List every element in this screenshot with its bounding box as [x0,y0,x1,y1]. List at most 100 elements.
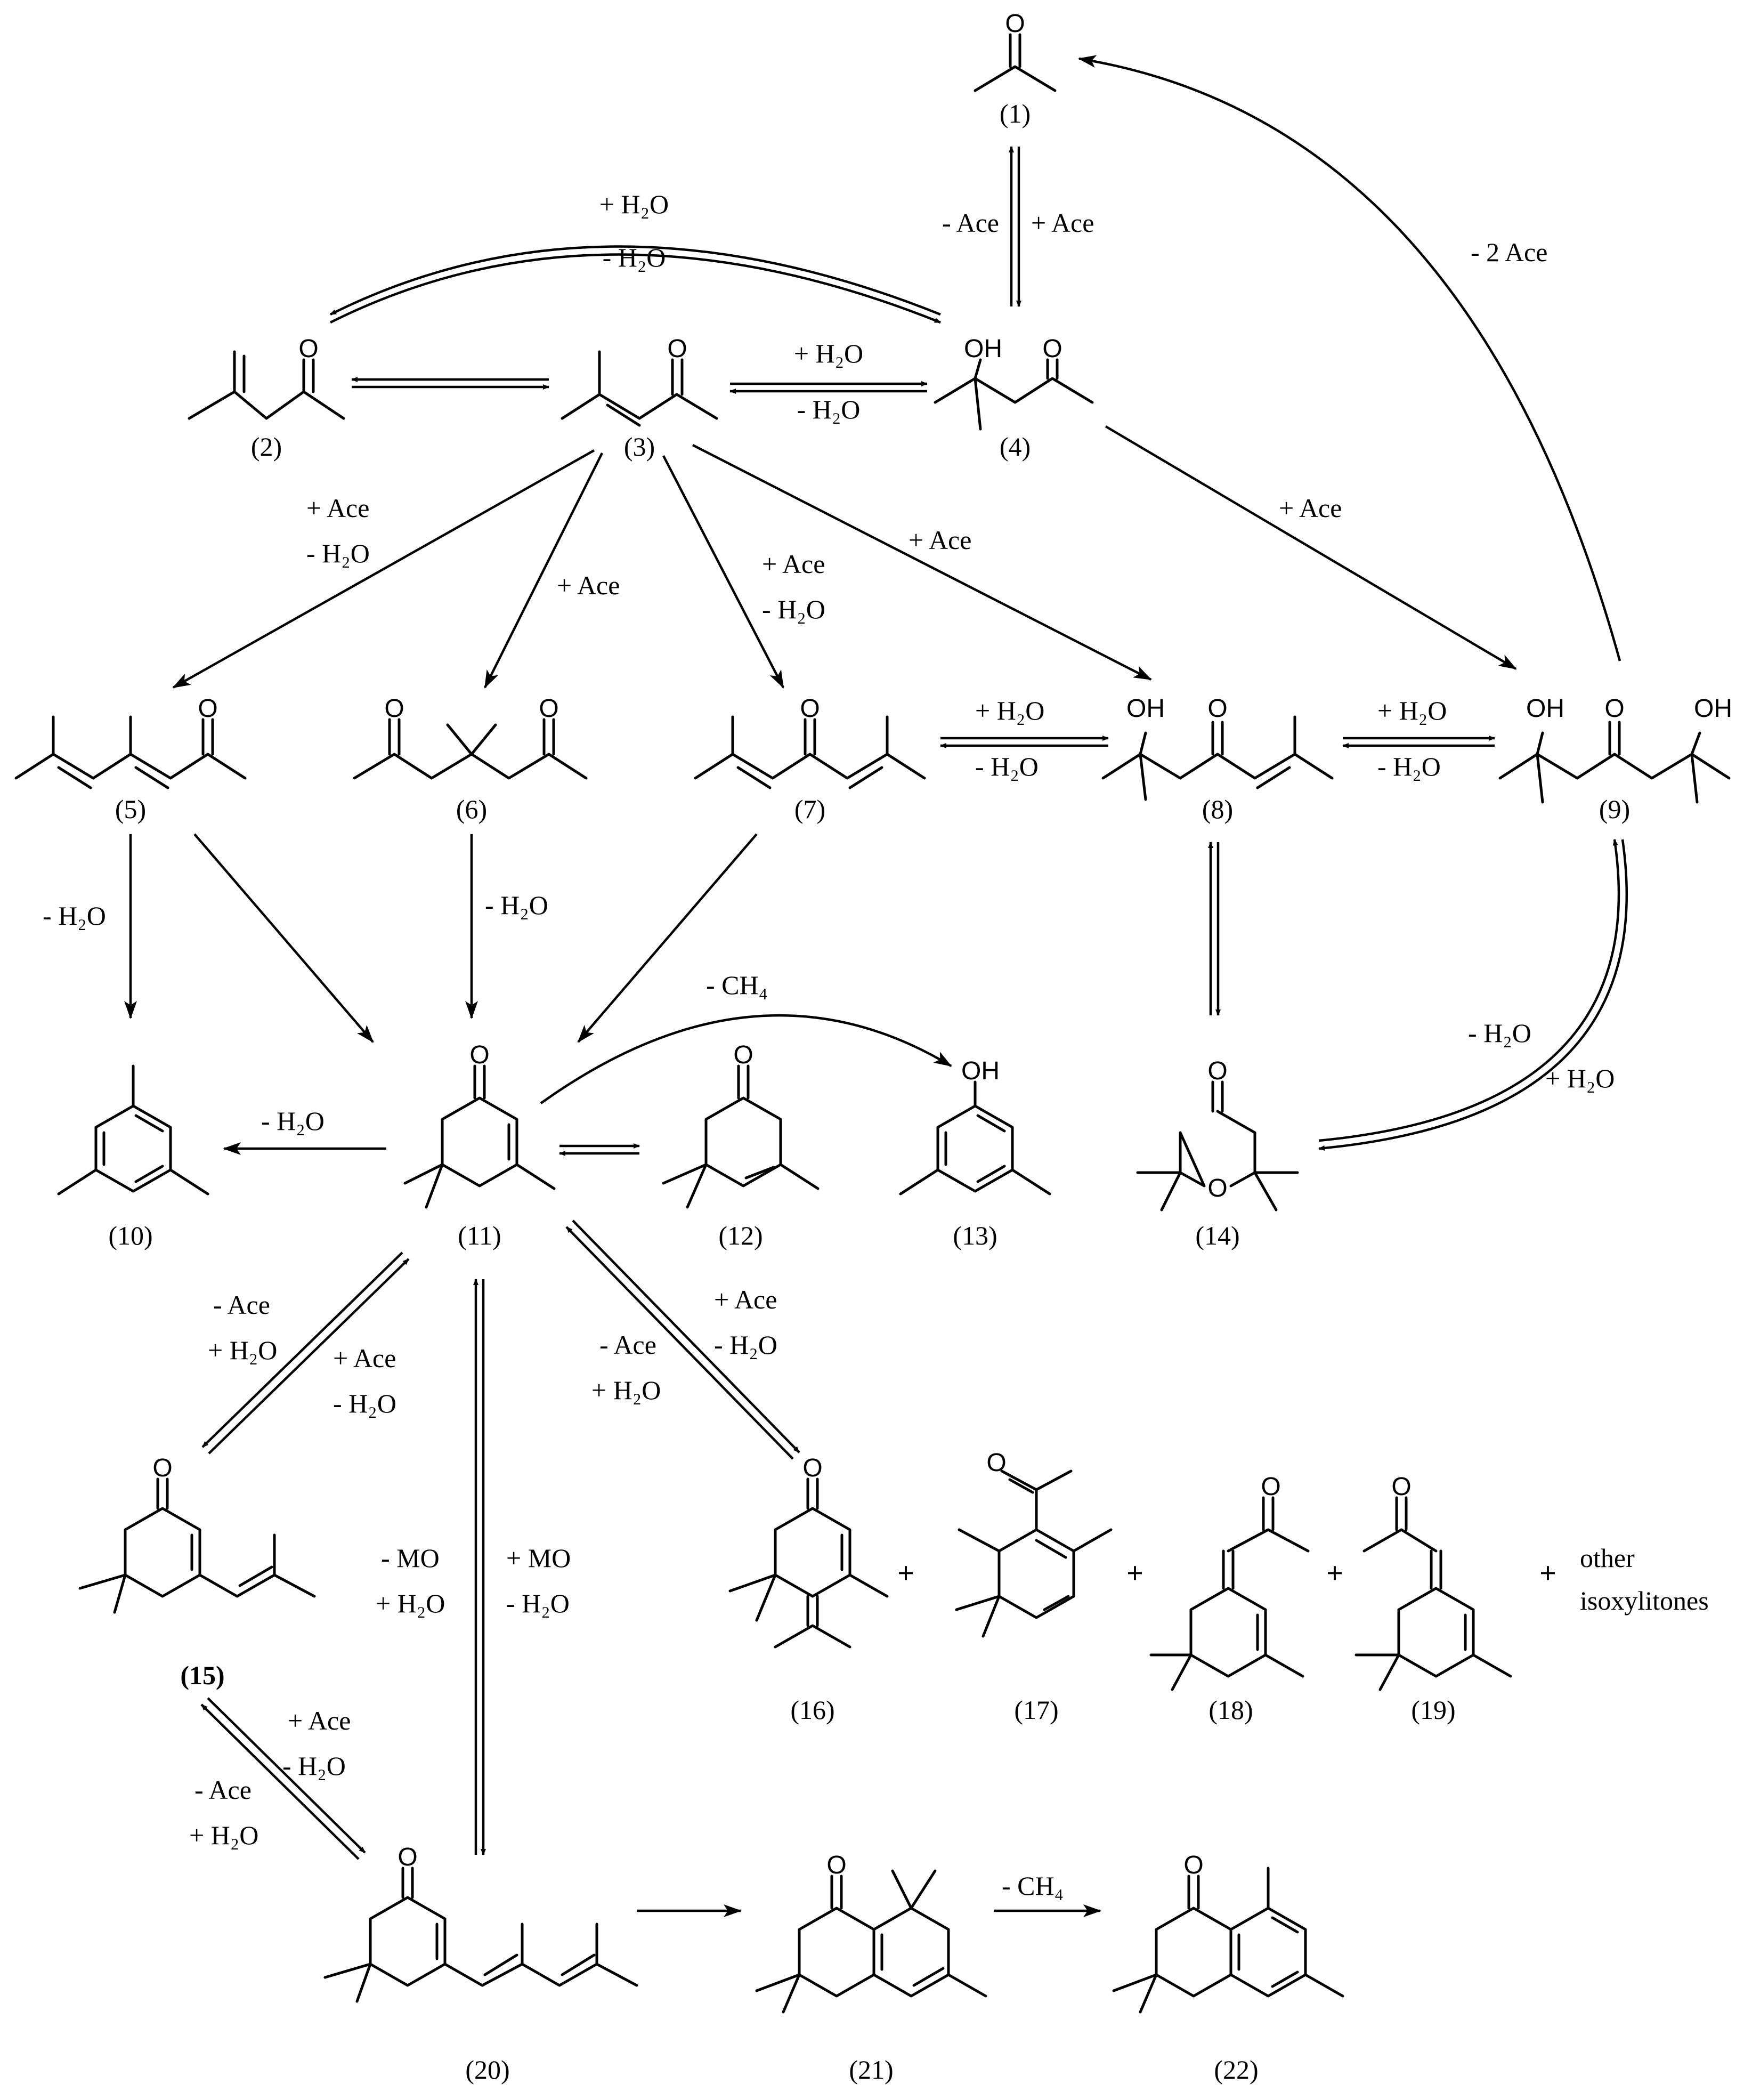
condition-minus-h2o: - H₂O [1468,1018,1531,1048]
plus-sign: + [1539,1557,1556,1590]
compound-15-structure: O [78,1454,316,1614]
condition-minus-h2o: - H₂O [333,1388,396,1418]
condition-plus-ace: + Ace [306,493,369,523]
compound-label-21: (21) [849,2055,893,2085]
reaction-arrow [1078,55,1621,661]
compound-label-22: (22) [1214,2055,1258,2085]
compound-6-structure: O O [353,694,588,780]
compound-label-16: (16) [790,1695,834,1725]
equilibrium-arrow [565,1226,794,1460]
condition-minus-ch4: - CH₄ [706,970,768,1000]
equilibrium-arrow [1318,839,1620,1142]
compound-label-17: (17) [1014,1695,1058,1725]
compound-label-15: (15) [180,1660,224,1690]
condition-plus-h2o: + H₂O [975,696,1044,725]
other-products-line1: other [1580,1543,1635,1573]
compound-12-structure: O [662,1041,820,1209]
condition-minus-h2o: - H₂O [43,901,106,931]
oxygen-atom: O [1183,1851,1203,1879]
oxygen-atom: O [198,694,217,723]
compound-label-2: (2) [251,432,282,462]
compound-8-structure: OH O [1101,694,1334,801]
compound-labels: (1) (2) (3) (4) (5) (6) (7) (8) (9) (10)… [108,99,1630,2085]
compound-label-7: (7) [794,794,825,824]
oxygen-atom: O [986,1449,1006,1477]
condition-minus-h2o: - H₂O [282,1751,346,1781]
plus-sign: + [897,1557,914,1590]
compound-21-structure: O [755,1851,987,2014]
oxygen-atom: O [1391,1473,1411,1501]
equilibrium-arrow [1318,839,1628,1151]
compound-18-structure: O [1149,1473,1310,1691]
condition-plus-h2o: + H₂O [599,189,669,219]
equilibrium-arrow [329,253,941,324]
condition-plus-h2o: + H₂O [1545,1063,1615,1093]
reaction-arrow [483,452,604,689]
condition-minus-ace: - Ace [194,1775,252,1805]
condition-minus-h2o: - H₂O [261,1106,325,1136]
compound-label-8: (8) [1202,794,1233,824]
compound-label-14: (14) [1195,1221,1239,1250]
condition-plus-h2o: + H₂O [794,338,863,368]
oxygen-atom: O [1005,10,1025,38]
oxygen-atom: O [1261,1473,1280,1501]
compound-label-12: (12) [718,1221,763,1250]
condition-plus-h2o: + H₂O [189,1820,258,1850]
compound-label-18: (18) [1208,1695,1253,1725]
compound-10-structure [57,1064,209,1196]
condition-plus-h2o: + H₂O [591,1375,661,1405]
compound-17-structure: O [955,1449,1113,1638]
condition-plus-h2o: + H₂O [1377,696,1447,725]
condition-minus-ace: - Ace [599,1330,656,1360]
equilibrium-arrow [201,1251,403,1448]
compound-9-structure: OH O OH [1498,694,1732,804]
compound-16-structure: O [728,1454,889,1649]
reaction-arrow [577,833,758,1043]
condition-minus-h2o: - H₂O [1377,752,1441,781]
condition-minus-h2o: - H₂O [714,1330,777,1360]
compound-19-structure: O [1354,1473,1512,1691]
equilibrium-arrow [572,1219,800,1453]
compound-label-9: (9) [1599,794,1630,824]
reaction-conditions: - Ace + Ace + H₂O - H₂O + H₂O - H₂O - 2 … [43,189,1615,1901]
condition-minus-ace: - Ace [213,1290,270,1320]
oxygen-atom: O [733,1041,753,1069]
compound-7-structure: O [694,694,926,789]
compound-label-5: (5) [115,794,146,824]
plus-sign: + [1126,1557,1143,1590]
compound-label-3: (3) [624,432,655,462]
condition-plus-h2o: + H₂O [208,1335,277,1365]
product-plus-signs: + + + + other isoxylitones [897,1543,1709,1616]
oxygen-atom: O [384,694,404,723]
compound-20-structure: O [323,1843,638,2003]
reaction-arrows [124,55,1628,1917]
condition-plus-mo: + MO [506,1543,571,1573]
hydroxyl-group: OH [1126,694,1165,723]
condition-plus-ace: + Ace [1279,493,1342,523]
compound-label-13: (13) [953,1221,997,1250]
condition-minus-h2o: - H₂O [762,594,825,624]
oxygen-atom: O [826,1851,846,1879]
compound-13-structure: OH [899,1057,1051,1196]
hydroxyl-group: OH [1694,694,1732,723]
reaction-arrow [540,1014,952,1104]
compound-label-4: (4) [1000,432,1031,462]
condition-plus-ace: + Ace [762,549,825,579]
condition-minus-h2o: - H₂O [975,752,1039,781]
compound-14-structure: O O [1136,1057,1299,1211]
oxygen-atom: O [1042,335,1062,363]
condition-plus-ace: + Ace [714,1285,777,1314]
condition-plus-ace: + Ace [288,1706,351,1735]
equilibrium-arrow [207,1697,366,1854]
condition-minus-2ace: - 2 Ace [1471,237,1547,267]
oxygen-atom: O [1604,694,1624,723]
hydroxyl-group: OH [1526,694,1564,723]
oxygen-atom: O [152,1454,172,1482]
compound-label-10: (10) [108,1221,152,1250]
condition-minus-mo: - MO [381,1543,440,1573]
condition-minus-h2o: - H₂O [506,1588,570,1618]
reaction-arrow [1105,425,1517,670]
condition-plus-ace: + Ace [557,570,620,600]
plus-sign: + [1326,1557,1343,1590]
